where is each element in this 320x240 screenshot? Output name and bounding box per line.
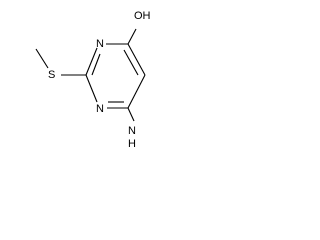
atom-labels: N N S OH N H (48, 10, 151, 150)
bond-c4-nh2 (127, 107, 135, 122)
bond-c6-c5-inner (123, 49, 139, 76)
atom-label-oh: OH (134, 10, 151, 22)
atom-label-s: S (48, 69, 55, 81)
bond-s-ch3 (35, 48, 49, 69)
atom-label-nh2-n: N (128, 125, 136, 137)
bond-c6-c5 (127, 43, 146, 76)
bond-c6-oh (127, 28, 137, 45)
atom-label-n-bottom: N (96, 103, 104, 115)
chemical-structure: N N S OH N H (35, 10, 151, 150)
bond-c5-c4 (127, 74, 146, 109)
bond-n3-c2 (85, 74, 98, 103)
bond-c2-n1-inner (91, 53, 101, 76)
bond-c2-n1 (85, 47, 98, 76)
atom-label-nh2-h: H (128, 138, 136, 150)
ring-bonds (85, 43, 146, 109)
atom-label-n-top: N (96, 38, 104, 50)
substituent-bonds (35, 28, 137, 122)
